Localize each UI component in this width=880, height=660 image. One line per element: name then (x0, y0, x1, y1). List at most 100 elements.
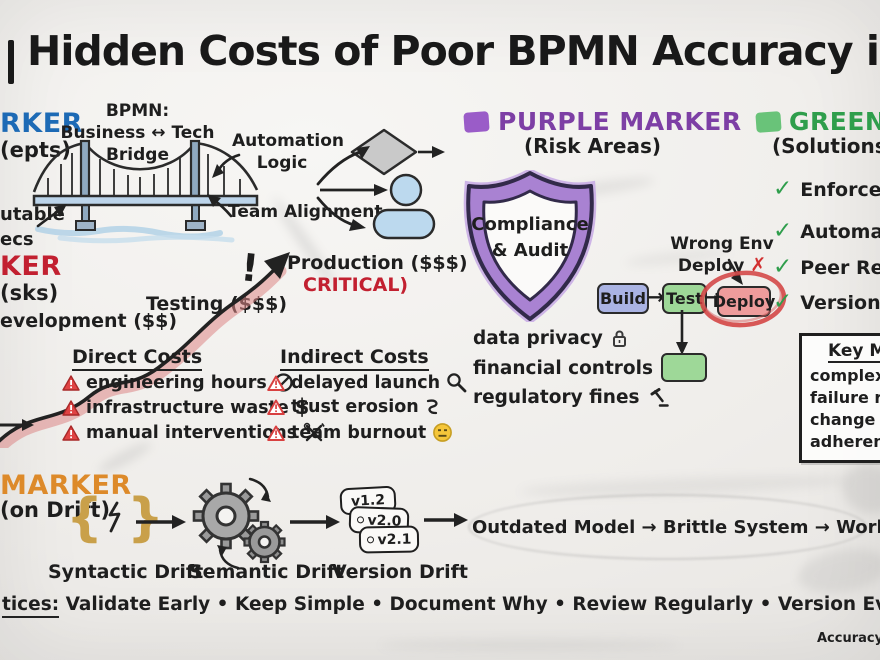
risk-item: regulatory fines (473, 387, 669, 408)
version-tag-text: v2.1 (377, 531, 412, 548)
drift-label-version: Version Drift (332, 561, 468, 583)
checkmark-icon: ✓ (773, 289, 793, 315)
wrong-env-warning: Wrong Env Deploy ✗ (667, 234, 777, 277)
shield-caption-line2: & Audit (491, 240, 569, 261)
solution-text: Enforce Mo (800, 178, 880, 201)
left-brace: { (66, 488, 104, 548)
result-task-box (661, 353, 707, 382)
key-metrics-header: Key M (828, 341, 880, 363)
warning-triangle-icon (62, 425, 80, 441)
metric-item: adherence (810, 432, 880, 451)
dollar-icon: $ (294, 395, 310, 419)
drift-arrow-icon (424, 513, 468, 527)
risk-text: financial controls (473, 358, 653, 379)
specs-label-line2: ecs (0, 229, 34, 250)
shield-caption: Compliance & Audit (470, 212, 590, 264)
magnifier-icon (447, 373, 467, 393)
break-zigzag-icon (104, 501, 121, 533)
solution-item: ✓ Enforce Mo (773, 178, 880, 201)
drift-label-semantic: Semantic Drift (189, 561, 345, 583)
best-practices-label: tices: (2, 594, 60, 618)
warning-triangle-outline-icon (267, 375, 285, 391)
tag-hole-icon (356, 516, 364, 524)
padlock-icon (612, 330, 626, 347)
metric-item: failure rat (810, 388, 880, 407)
tag-hole-icon (366, 536, 374, 544)
specs-label-line1: utable (0, 204, 65, 225)
orange-marker-label: MARKER (0, 470, 132, 501)
green-swatch-icon (755, 111, 782, 133)
spiral-icon (426, 399, 438, 415)
right-brace: } (127, 488, 165, 548)
checkmark-icon: ✓ (773, 254, 793, 280)
wrong-env-line1: Wrong Env (670, 234, 774, 254)
automation-label: Automation Logic (232, 130, 344, 174)
direct-cost-item: infrastructure waste $ (62, 397, 309, 418)
orange-marker-sub: (on Drift) (0, 498, 111, 522)
critical-flag: CRITICAL) (303, 274, 409, 296)
solution-text: Peer Revie (800, 256, 880, 279)
checkmark-icon: ✓ (773, 176, 793, 202)
key-metrics-box: Key M complexity failure rat change vol … (799, 333, 880, 463)
solution-text: Automated (800, 220, 880, 243)
solution-item: ✓ Automated (773, 220, 880, 243)
checkmark-icon: ✓ (773, 218, 793, 244)
warning-triangle-outline-icon (267, 425, 285, 441)
indirect-cost-text: delayed launch (291, 372, 441, 393)
green-marker-label: GREEN MA (789, 107, 880, 136)
version-tag: v2.1 (358, 525, 420, 554)
purple-marker-sub: (Risk Areas) (524, 134, 662, 158)
red-x-icon: ✗ (750, 254, 767, 276)
risk-item: data privacy (473, 328, 628, 349)
metric-item: change vol (810, 410, 880, 429)
indirect-cost-item: trust erosion (267, 397, 442, 417)
red-marker-label: KER (0, 251, 62, 282)
risk-text: regulatory fines (473, 387, 640, 408)
direct-cost-item: manual interventions (62, 422, 325, 444)
shield-caption-line1: Compliance (471, 214, 589, 235)
indirect-costs-header: Indirect Costs (280, 346, 429, 371)
stage-development: evelopment ($$) (0, 310, 178, 332)
gears-icon (192, 477, 286, 570)
deploy-red-circle (699, 270, 787, 328)
wrong-env-line2: Deploy ✗ (667, 255, 777, 277)
pipeline-step-build: Build (597, 283, 649, 314)
stage-production: Production ($$$) (287, 252, 468, 274)
risk-text: data privacy (473, 328, 603, 349)
direct-cost-text: infrastructure waste (86, 397, 289, 418)
blue-marker-sub: (epts) (0, 138, 72, 162)
shield-icon (463, 170, 597, 322)
indirect-cost-text: trust erosion (291, 397, 419, 417)
drift-consequence-chain: Outdated Model → Brittle System → Workfl… (472, 517, 880, 538)
drift-arrow-icon (290, 515, 340, 529)
solution-text: Version Co (800, 291, 880, 314)
left-pointer-arrow (0, 419, 34, 431)
direct-cost-text: manual interventions (86, 423, 298, 443)
wrong-env-deploy-word: Deploy (677, 256, 745, 276)
best-practices-text: Validate Early • Keep Simple • Document … (65, 594, 880, 615)
pipeline-step-deploy: Deploy (713, 286, 775, 317)
cut-letter-stroke (8, 40, 14, 84)
indirect-cost-item: delayed launch (267, 372, 467, 393)
smudge-mark (380, 640, 680, 650)
direct-cost-text: engineering hours (86, 372, 267, 393)
green-marker-sub: (Solutions & B (772, 134, 880, 158)
team-alignment-label: Team Alignment (228, 202, 383, 222)
warning-triangle-outline-icon (267, 399, 285, 415)
purple-marker-label: PURPLE MARKER (498, 107, 742, 136)
gavel-icon (650, 388, 669, 407)
specs-label: utable ecs (0, 202, 65, 252)
best-practices-line: tices: Validate Early • Keep Simple • Do… (2, 594, 880, 618)
bridge-caption-line2: Business ↔ Tech (60, 123, 215, 143)
broken-braces-icon: { } (66, 488, 164, 548)
page-title: Hidden Costs of Poor BPMN Accuracy in De… (27, 27, 880, 75)
indirect-cost-text: team burnout (291, 422, 427, 443)
solution-item: ✓ Version Co (773, 291, 880, 314)
weary-face-icon (433, 423, 453, 442)
suspension-bridge-icon (32, 139, 259, 244)
smudge-oval (468, 494, 867, 560)
risk-item: financial controls $ (473, 357, 677, 380)
direct-costs-header: Direct Costs (72, 346, 203, 371)
automation-label-line1: Automation (232, 131, 344, 151)
bridge-caption-line3: Bridge (105, 145, 170, 165)
